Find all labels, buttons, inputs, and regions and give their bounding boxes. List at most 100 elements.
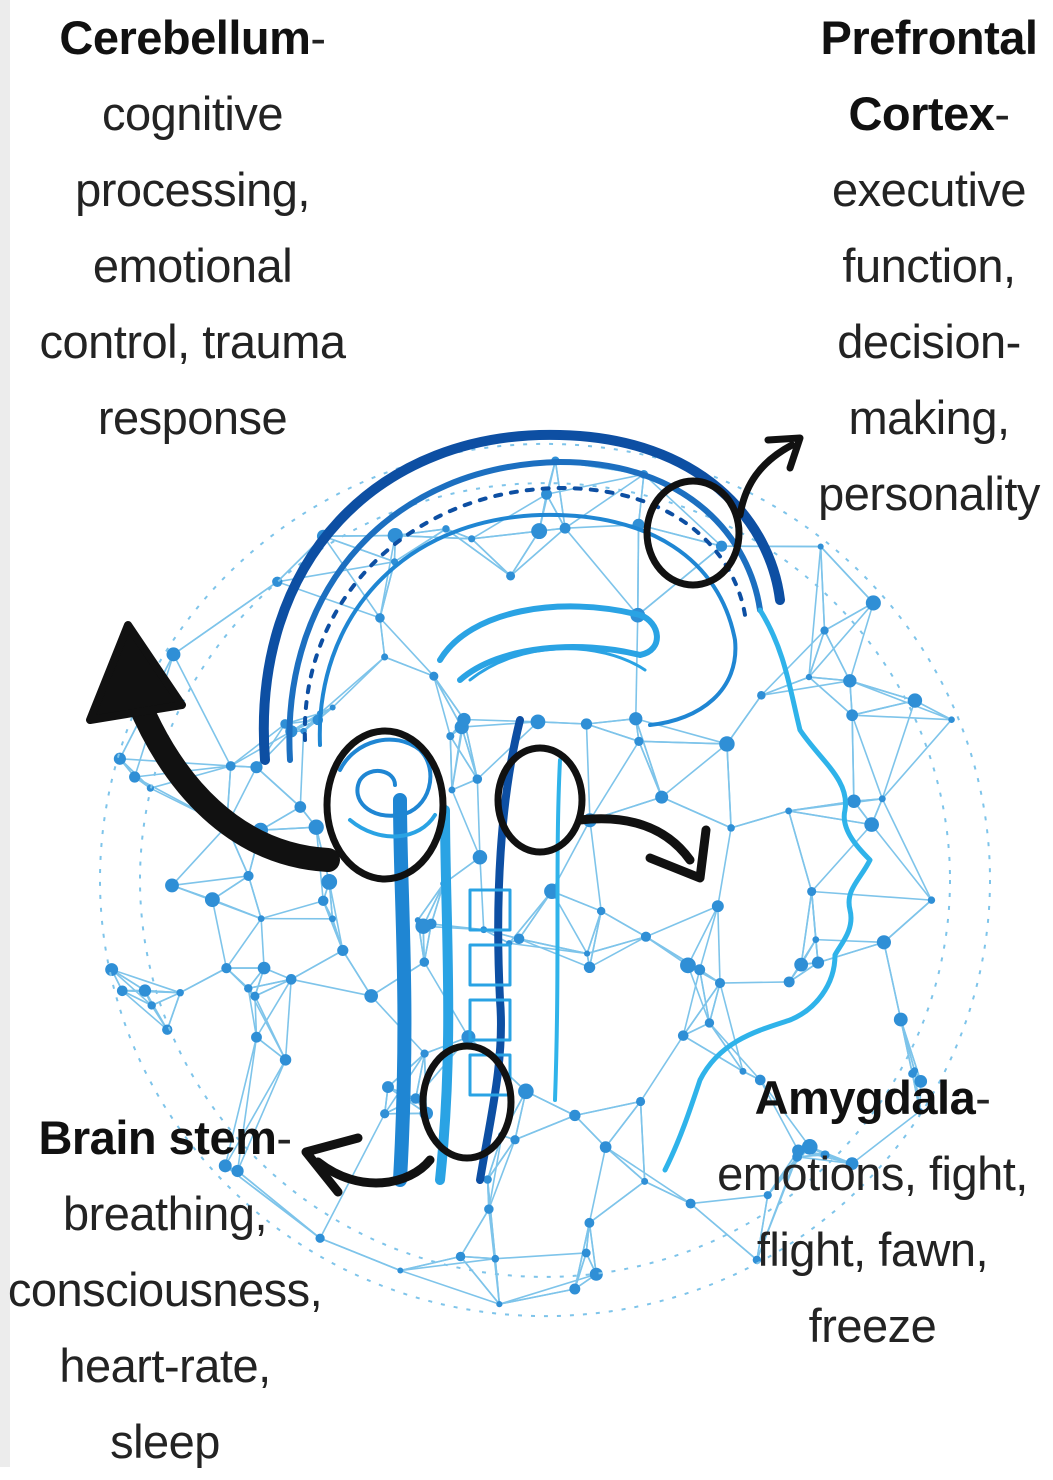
- network-link: [499, 1289, 574, 1304]
- network-node: [117, 985, 128, 996]
- network-link: [586, 719, 635, 724]
- brain-stem-arrow: [318, 1160, 430, 1183]
- network-node: [705, 1018, 714, 1027]
- cerebellum-title: Cerebellum: [59, 11, 310, 64]
- network-node: [694, 964, 705, 975]
- cerebellum-label: Cerebellum- cognitive processing, emotio…: [20, 0, 365, 456]
- amygdala-circle: [498, 748, 582, 852]
- network-node: [456, 1252, 466, 1262]
- network-link: [286, 979, 292, 1060]
- network-node: [415, 918, 430, 933]
- network-node: [139, 984, 151, 996]
- network-link: [515, 1115, 575, 1139]
- amygdala-dash: -: [975, 1071, 990, 1124]
- network-link: [212, 900, 226, 968]
- network-node: [712, 900, 724, 912]
- corpus-callosum: [440, 606, 657, 680]
- network-node: [847, 794, 861, 808]
- network-node: [518, 1084, 534, 1100]
- network-node: [226, 761, 236, 771]
- network-link: [683, 970, 699, 1036]
- prefrontal-title-line1: Prefrontal: [805, 0, 1053, 76]
- network-link: [462, 722, 538, 727]
- network-node: [812, 956, 824, 968]
- network-node: [309, 820, 324, 835]
- network-node: [866, 595, 881, 610]
- network-node: [337, 945, 348, 956]
- network-link: [641, 1036, 684, 1102]
- network-node: [843, 674, 856, 687]
- network-link: [231, 724, 285, 766]
- prefrontal-description: executive function, decision- making, pe…: [805, 152, 1053, 532]
- network-link: [731, 811, 789, 828]
- network-node: [510, 1135, 519, 1144]
- network-node: [794, 958, 808, 972]
- network-node: [600, 1141, 612, 1153]
- spine-column-back: [400, 800, 404, 1180]
- network-link: [761, 631, 824, 696]
- network-link: [636, 719, 727, 744]
- network-node: [818, 544, 824, 550]
- network-node: [375, 613, 385, 623]
- network-link: [589, 1147, 605, 1223]
- network-link: [291, 950, 343, 979]
- network-node: [221, 963, 231, 973]
- network-node: [806, 674, 812, 680]
- network-node: [590, 1268, 603, 1281]
- network-node: [461, 1030, 475, 1044]
- network-node: [473, 850, 487, 864]
- network-node: [244, 984, 252, 992]
- network-link: [450, 736, 452, 790]
- network-node: [330, 704, 336, 710]
- network-node: [473, 774, 482, 783]
- network-node: [147, 785, 154, 792]
- network-link: [812, 825, 872, 892]
- vertebra-2: [470, 945, 510, 985]
- network-link: [884, 942, 901, 1019]
- network-link: [291, 979, 371, 996]
- network-node: [584, 1218, 594, 1228]
- cerebellum-dash: -: [310, 11, 325, 64]
- network-link: [852, 715, 882, 799]
- network-link: [477, 779, 480, 857]
- cerebellum-folds-2: [350, 815, 435, 836]
- network-node: [321, 874, 337, 890]
- network-link: [720, 983, 743, 1071]
- brain-stem-description: breathing, consciousness, heart-rate, sl…: [0, 1176, 330, 1480]
- network-link: [495, 1253, 586, 1259]
- network-link: [601, 911, 646, 937]
- network-link: [261, 827, 317, 830]
- network-node: [243, 871, 253, 881]
- network-link: [464, 719, 538, 721]
- network-link: [662, 744, 727, 797]
- network-link: [489, 1209, 495, 1259]
- network-node: [531, 523, 547, 539]
- network-node: [449, 787, 456, 794]
- network-link: [380, 618, 434, 676]
- network-node: [531, 714, 546, 729]
- network-node: [442, 525, 449, 532]
- network-node: [879, 795, 886, 802]
- network-node: [506, 571, 515, 580]
- network-link: [480, 857, 484, 929]
- network-node: [641, 1178, 648, 1185]
- network-node: [496, 1301, 502, 1307]
- network-link: [380, 618, 385, 657]
- network-node: [514, 934, 525, 945]
- network-link: [761, 677, 809, 695]
- network-link: [575, 1115, 606, 1147]
- network-link: [882, 701, 915, 799]
- network-node: [258, 962, 271, 975]
- network-link: [718, 828, 731, 906]
- network-link: [789, 811, 872, 825]
- network-link: [821, 547, 874, 603]
- network-link: [461, 1209, 489, 1256]
- amygdala-arrow: [580, 819, 690, 860]
- network-link: [385, 657, 434, 676]
- network-node: [719, 736, 734, 751]
- amygdala-label: Amygdala- emotions, fight, flight, fawn,…: [705, 1060, 1040, 1364]
- network-link: [789, 799, 883, 811]
- amygdala-title: Amygdala: [755, 1071, 976, 1124]
- network-link: [812, 892, 932, 901]
- network-link: [472, 539, 511, 576]
